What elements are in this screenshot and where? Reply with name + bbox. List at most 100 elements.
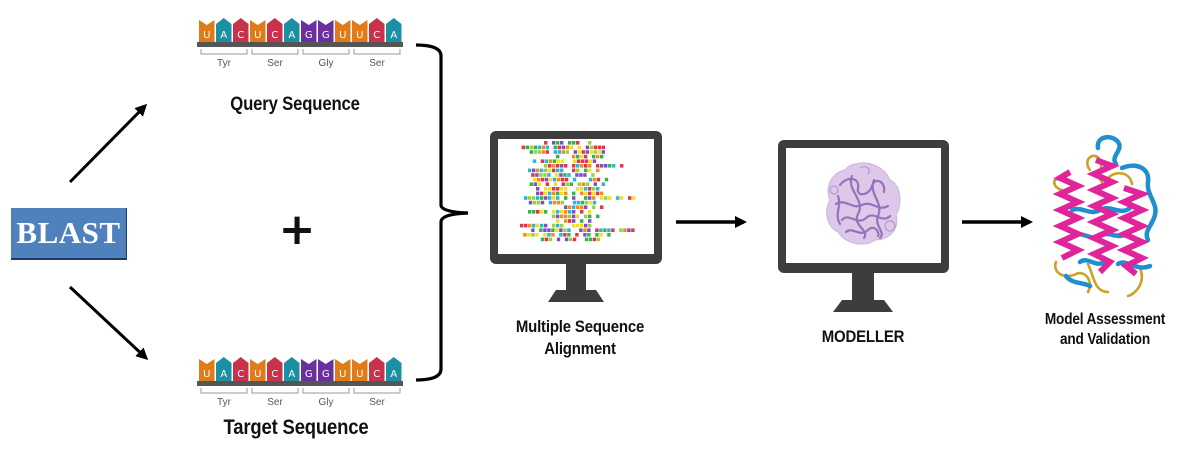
alignment-cell xyxy=(580,210,584,214)
alignment-cell xyxy=(547,173,551,177)
target-backbone xyxy=(197,381,403,386)
alignment-cell xyxy=(584,196,588,200)
msa-monitor-icon xyxy=(490,131,662,302)
target-nucleotide-C xyxy=(267,357,283,381)
alignment-cell xyxy=(564,196,568,200)
alignment-cell xyxy=(540,168,544,173)
arrow-blast-to-target xyxy=(68,285,149,361)
target-nucleotide-G xyxy=(301,359,317,381)
alignment-cell xyxy=(536,187,540,191)
alignment-cell xyxy=(604,164,608,168)
query-nucleotide-C xyxy=(369,18,385,42)
target-nucleotide-C xyxy=(369,357,385,381)
query-codon-label: Ser xyxy=(267,58,283,69)
alignment-cell xyxy=(585,182,589,186)
alignment-cell xyxy=(591,173,595,177)
alignment-cell xyxy=(536,177,541,182)
alignment-cell xyxy=(577,145,581,150)
query-codon-bracket xyxy=(251,49,299,55)
alignment-cell xyxy=(572,214,576,219)
alignment-cell xyxy=(572,168,576,173)
query-nucleotide-letter: G xyxy=(322,30,330,41)
alignment-cell xyxy=(541,145,545,150)
alignment-cell xyxy=(537,150,541,154)
alignment-cell xyxy=(568,205,572,209)
alignment-cell xyxy=(552,196,556,200)
alignment-cell xyxy=(577,182,581,186)
alignment-cell xyxy=(581,182,585,186)
alignment-cell xyxy=(541,150,545,154)
alignment-cell xyxy=(592,205,596,209)
alignment-cell xyxy=(553,145,557,150)
alignment-cell xyxy=(599,228,603,232)
alignment-cell xyxy=(564,237,569,242)
alignment-cell xyxy=(536,210,540,214)
alignment-cell xyxy=(580,219,584,223)
target-nucleotide-U xyxy=(250,359,266,381)
target-nucleotide-A xyxy=(216,357,232,381)
alignment-cell xyxy=(607,228,611,232)
alignment-cell xyxy=(544,177,549,182)
target-codon-label: Ser xyxy=(369,397,385,408)
alignment-cell xyxy=(529,145,533,150)
alignment-cell xyxy=(572,154,576,159)
alignment-cell xyxy=(520,223,524,228)
target-nucleotide-C xyxy=(233,357,249,381)
alignment-cell xyxy=(544,210,548,214)
query-nucleotide-letter: A xyxy=(390,30,397,41)
query-codon-bracket xyxy=(353,49,401,55)
alignment-cell xyxy=(548,237,553,242)
alignment-cell xyxy=(583,233,587,237)
alignment-cell xyxy=(563,173,567,177)
alignment-cell xyxy=(584,191,588,196)
alignment-cell xyxy=(540,177,545,182)
alignment-cell xyxy=(579,173,583,177)
alignment-cell xyxy=(592,159,597,163)
alignment-cell xyxy=(601,150,605,154)
target-nucleotide-G xyxy=(318,359,334,381)
alignment-cell xyxy=(561,182,565,186)
alignment-cell xyxy=(531,233,535,237)
query-nucleotide-letter: A xyxy=(288,30,295,41)
alignment-cell xyxy=(568,237,573,242)
alignment-cell xyxy=(569,182,573,186)
alignment-cell xyxy=(532,196,536,200)
alignment-cell xyxy=(533,182,537,186)
alignment-cell xyxy=(600,196,604,200)
alignment-cell xyxy=(537,182,541,186)
alignment-cell xyxy=(569,145,573,150)
alignment-cell xyxy=(552,187,556,191)
query-nucleotide-A xyxy=(216,18,232,42)
alignment-cell xyxy=(584,223,588,228)
target-nucleotide-letter: U xyxy=(203,369,210,380)
alignment-cell xyxy=(584,205,588,209)
alignment-cell xyxy=(532,223,536,228)
alignment-cell xyxy=(540,191,544,196)
query-nucleotide-A xyxy=(284,18,300,42)
query-codon-label: Tyr xyxy=(217,58,232,69)
alignment-cell xyxy=(551,228,555,232)
alignment-cell xyxy=(564,187,568,191)
alignment-cell xyxy=(583,228,587,232)
alignment-cell xyxy=(575,173,579,177)
alignment-cell xyxy=(588,159,593,163)
query-nucleotide-U xyxy=(335,20,351,42)
arrow-blast-to-query xyxy=(68,103,148,184)
alignment-cell xyxy=(572,223,576,228)
alignment-cell xyxy=(576,205,580,209)
query-nucleotide-A xyxy=(386,18,402,42)
alignment-cell xyxy=(548,187,552,191)
alignment-cell xyxy=(532,177,537,182)
alignment-cell xyxy=(579,228,583,232)
alignment-cell xyxy=(536,168,540,173)
alignment-cell xyxy=(592,237,597,242)
alignment-cell xyxy=(577,150,581,154)
modeller-monitor-icon xyxy=(778,140,949,312)
alignment-cell xyxy=(552,164,556,168)
alignment-cell xyxy=(557,150,561,154)
alignment-cell xyxy=(627,228,631,232)
target-nucleotide-U xyxy=(335,359,351,381)
alignment-cell xyxy=(548,177,553,182)
alignment-cell xyxy=(545,182,549,186)
alignment-cell xyxy=(545,145,549,150)
